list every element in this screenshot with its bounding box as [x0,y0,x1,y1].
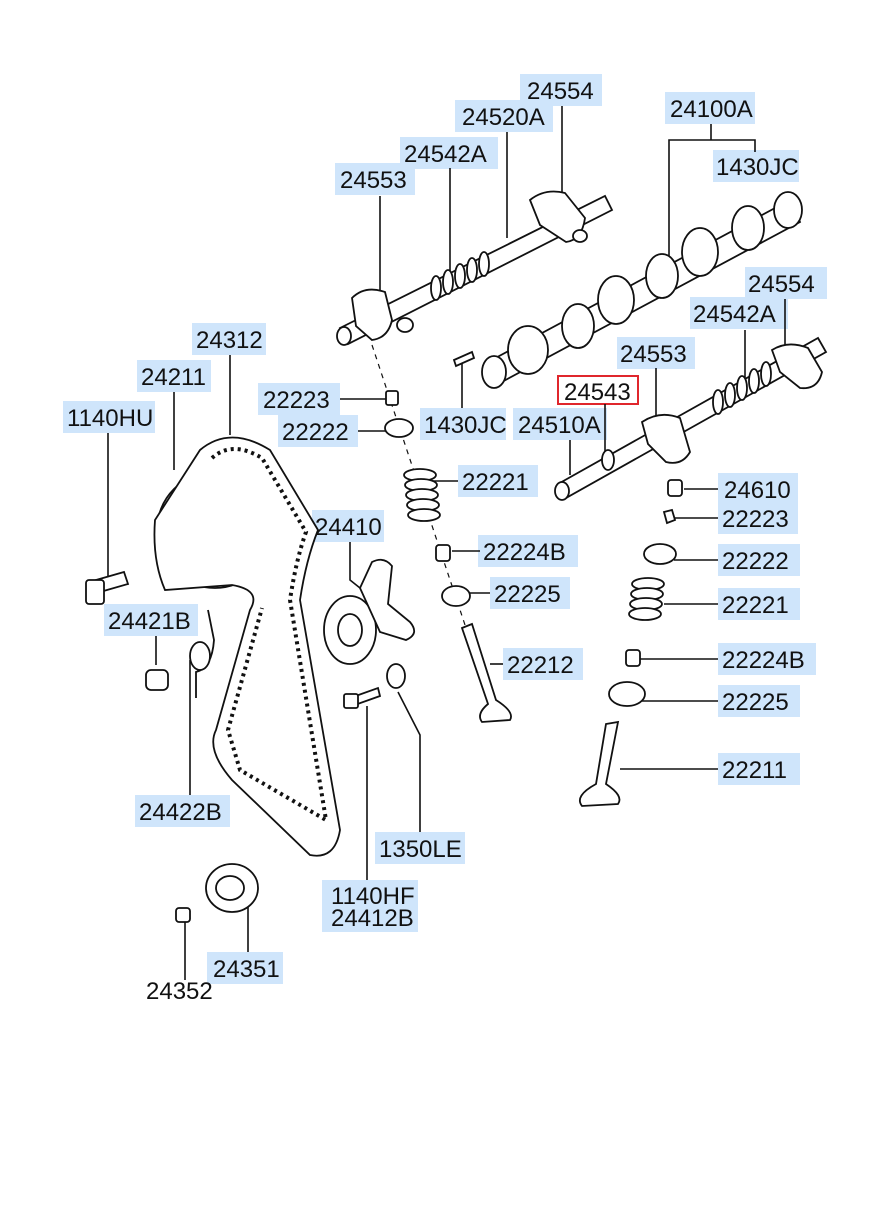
camshaft [481,191,803,389]
nut-24352 [175,907,191,923]
valve-spring-right [628,577,665,621]
label-1140hu[interactable]: 1140HU [67,405,153,432]
label-24542a-upper[interactable]: 24542A [404,141,487,168]
label-22211[interactable]: 22211 [722,757,787,784]
part-labels: 24554 24520A 24100A 24542A 1430JC 24553 … [67,78,815,1005]
valve-spring-left [403,468,441,522]
label-22224b-left[interactable]: 22224B [483,539,566,566]
label-24553-lower[interactable]: 24553 [620,341,687,368]
label-1430jc-lower[interactable]: 1430JC [424,412,507,439]
shaft-spring-lower [712,361,772,415]
label-1140hf[interactable]: 1140HF [331,883,415,910]
leader-lines [107,106,786,980]
timing-belt [153,436,341,857]
label-22221-left[interactable]: 22221 [462,469,529,496]
label-24410[interactable]: 24410 [315,514,382,541]
label-24422b[interactable]: 24422B [139,799,222,826]
bolt-1140hu [85,570,130,605]
label-highlights [63,74,827,984]
label-22224b-right[interactable]: 22224B [722,647,805,674]
label-22223-left[interactable]: 22223 [263,387,330,414]
label-22212[interactable]: 22212 [507,652,574,679]
label-24100a[interactable]: 24100A [670,96,753,123]
label-22223-right[interactable]: 22223 [722,506,789,533]
lower-rocker-shaft [554,336,828,501]
label-24211[interactable]: 24211 [141,364,206,391]
label-24610[interactable]: 24610 [724,477,791,504]
label-24543[interactable]: 24543 [564,379,631,406]
label-24351[interactable]: 24351 [213,956,280,983]
label-24412b[interactable]: 24412B [331,905,414,932]
label-22221-right[interactable]: 22221 [722,592,789,619]
label-24553-upper[interactable]: 24553 [340,167,407,194]
shaft-spring-upper [430,251,490,301]
label-24554-upper[interactable]: 24554 [527,78,594,105]
bolt-1140hf [343,686,382,709]
label-1430jc-upper[interactable]: 1430JC [716,154,799,181]
label-24421b[interactable]: 24421B [108,608,191,635]
label-24510a[interactable]: 24510A [518,412,601,439]
label-22222-right[interactable]: 22222 [722,548,789,575]
right-valve-stack [578,479,683,807]
washer-1350le [386,663,406,689]
label-24312[interactable]: 24312 [196,327,263,354]
crank-sprocket [205,863,259,913]
bushing-24421b [145,669,169,691]
label-24554-lower[interactable]: 24554 [748,271,815,298]
label-22225-right[interactable]: 22225 [722,689,789,716]
label-22225-left[interactable]: 22225 [494,581,561,608]
selected-part-box[interactable] [557,375,639,405]
upper-rocker-shaft [336,190,614,346]
label-1350le[interactable]: 1350LE [379,836,462,863]
label-24352[interactable]: 24352 [146,978,213,1005]
label-24542a-lower[interactable]: 24542A [693,301,776,328]
spring-24422b [189,609,215,698]
left-valve-stack [371,344,512,723]
label-22222-left[interactable]: 22222 [282,419,349,446]
tensioner [323,558,416,665]
label-24520a[interactable]: 24520A [462,104,545,131]
pin-1430jc [452,350,476,368]
